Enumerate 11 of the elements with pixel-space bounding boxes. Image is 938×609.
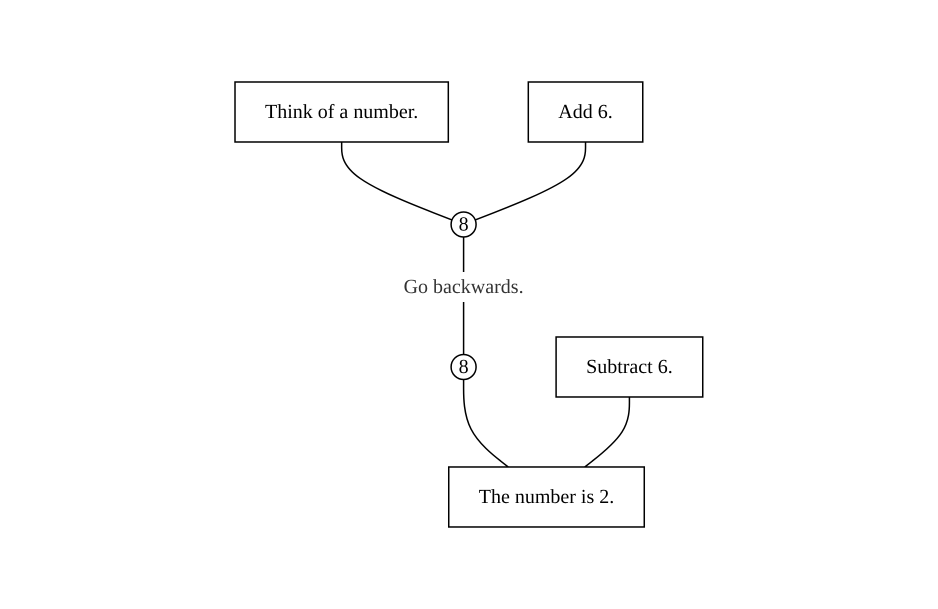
- connector: [341, 142, 452, 221]
- node-box: Subtract 6.: [555, 336, 704, 398]
- connector: [475, 142, 586, 221]
- edge-label: Go backwards.: [404, 276, 524, 298]
- node-box: The number is 2.: [448, 466, 646, 528]
- node-circle: 8: [450, 354, 477, 380]
- node-circle: 8: [450, 211, 477, 238]
- connector: [462, 380, 509, 468]
- node-box: Think of a number.: [234, 81, 450, 143]
- node-box: Add 6.: [528, 81, 644, 143]
- connector: [584, 397, 630, 468]
